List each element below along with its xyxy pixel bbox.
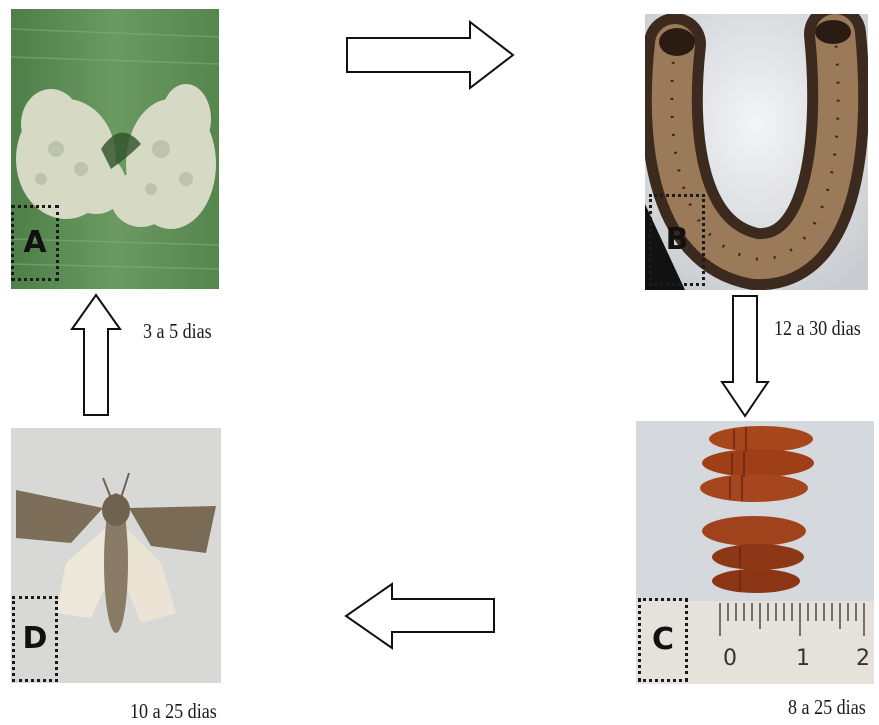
- duration-b-to-c: 12 a 30 dias: [774, 316, 861, 341]
- ruler-mark-2: 2: [856, 646, 870, 671]
- stage-d-label-box: D: [12, 596, 58, 682]
- duration-c-to-d: 8 a 25 dias: [788, 695, 866, 720]
- stage-d-moth-photo: D: [11, 428, 221, 683]
- stage-a-letter: A: [23, 228, 46, 258]
- arrow-right-icon: [345, 20, 517, 90]
- stage-c-letter: C: [652, 625, 674, 655]
- arrow-down-icon: [720, 294, 770, 420]
- stage-c-label-box: C: [638, 598, 688, 682]
- stage-a-egg-photo: A: [11, 9, 219, 289]
- stage-b-label-box: B: [649, 194, 705, 286]
- stage-c-pupa-photo: 0 1 2 C: [636, 421, 874, 684]
- duration-a-to-b: 3 a 5 dias: [143, 319, 212, 344]
- ruler-mark-0: 0: [723, 646, 737, 671]
- stage-b-larva-photo: B: [645, 14, 868, 290]
- stage-a-label-box: A: [11, 205, 59, 281]
- arrow-left-icon: [344, 582, 496, 650]
- arrow-up-icon: [70, 293, 122, 419]
- stage-b-letter: B: [666, 225, 689, 255]
- duration-d-to-a: 10 a 25 dias: [130, 699, 217, 724]
- stage-d-letter: D: [23, 624, 48, 654]
- ruler-mark-1: 1: [796, 646, 810, 671]
